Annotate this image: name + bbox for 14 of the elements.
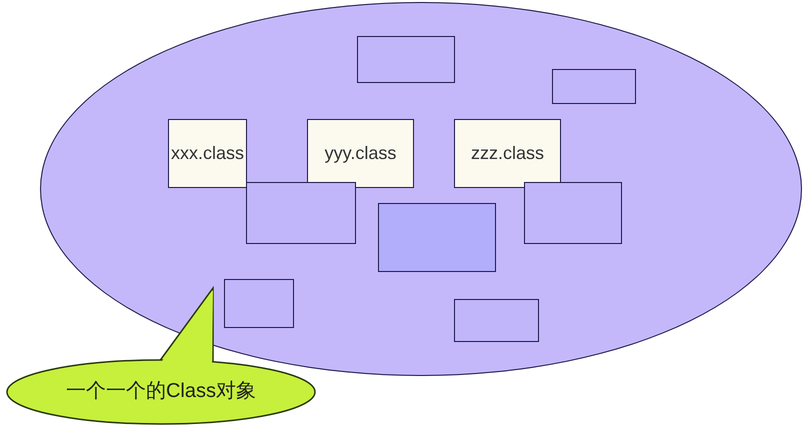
callout-text: 一个一个的Class对象 bbox=[64, 379, 257, 404]
object-box bbox=[357, 36, 455, 83]
object-box bbox=[246, 182, 356, 244]
class-box bbox=[168, 119, 247, 188]
class-label: xxx.class bbox=[170, 143, 244, 164]
class-box bbox=[454, 119, 561, 188]
object-box bbox=[378, 203, 496, 272]
object-box bbox=[524, 182, 622, 244]
class-label: yyy.class bbox=[324, 143, 396, 164]
class-box bbox=[307, 119, 414, 188]
class-label: zzz.class bbox=[470, 143, 544, 164]
object-box bbox=[224, 279, 294, 328]
object-box bbox=[552, 69, 636, 104]
object-box bbox=[454, 299, 539, 342]
